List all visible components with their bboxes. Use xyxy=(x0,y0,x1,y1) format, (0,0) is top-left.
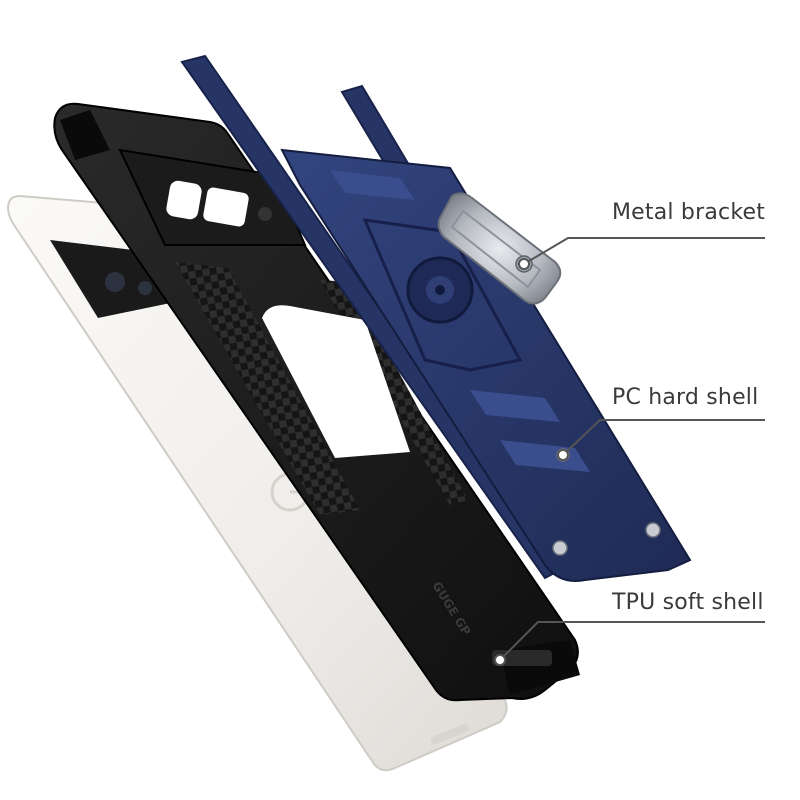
callout-line-metal xyxy=(523,237,765,265)
callout-line-tpu xyxy=(499,621,765,661)
callout-lines xyxy=(494,237,765,666)
callout-tpu-soft-shell: TPU soft shell xyxy=(612,590,764,615)
pc-hard-shell xyxy=(180,54,692,582)
tpu-soft-shell: GUGE GP xyxy=(53,102,580,702)
rotary-mount xyxy=(406,256,474,324)
phone xyxy=(6,194,508,772)
callout-pc-hard-shell: PC hard shell xyxy=(612,385,759,410)
callout-metal-bracket: Metal bracket xyxy=(612,200,766,225)
callout-line-pc xyxy=(562,419,765,456)
